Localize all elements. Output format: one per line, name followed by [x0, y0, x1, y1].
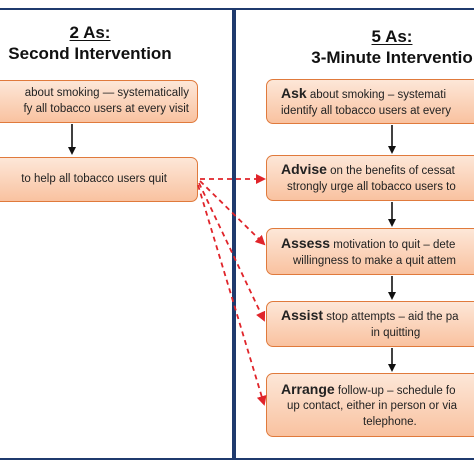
- left-panel: [0, 8, 234, 460]
- right-step-assess-line1: motivation to quit – dete: [333, 238, 456, 251]
- right-step-arrange-keyword: Arrange: [281, 380, 335, 397]
- right-step-advise-line2: strongly urge all tobacco users to: [287, 181, 456, 193]
- left-step-ask-box: about smoking — systematically fy all to…: [0, 80, 198, 123]
- right-step-assist-keyword: Assist: [281, 307, 324, 324]
- right-heading-title: 5 As:: [371, 27, 413, 46]
- right-step-assist-line1: stop attempts – aid the pa: [326, 311, 459, 324]
- left-heading-subtitle: Second Intervention: [8, 44, 172, 63]
- right-step-assess-keyword: Assess: [281, 234, 331, 251]
- right-step-arrange-line1: follow-up – schedule fo: [337, 384, 456, 397]
- right-step-ask-keyword: Ask: [281, 84, 307, 101]
- left-step-act-line1: to help all tobacco users quit: [21, 172, 167, 185]
- right-step-arrange-line3: telephone.: [363, 415, 417, 428]
- left-step-act-box: to help all tobacco users quit: [0, 157, 198, 202]
- right-heading-subtitle: 3-Minute Interventio: [311, 48, 473, 67]
- right-step-ask-box: Ask about smoking – systemati identify a…: [266, 79, 474, 124]
- left-heading-title: 2 As:: [69, 23, 111, 42]
- left-step-ask-line2: fy all tobacco users at every visit: [23, 102, 189, 115]
- right-step-assist-box: Assist stop attempts – aid the pa in qui…: [266, 301, 474, 347]
- right-step-ask-line2: identify all tobacco users at every: [281, 104, 452, 117]
- right-step-arrange-line2: up contact, either in person or via: [287, 400, 458, 413]
- right-step-assist-line2: in quitting: [371, 327, 421, 339]
- left-panel-heading: 2 As: Second Intervention: [0, 24, 200, 62]
- right-step-advise-keyword: Advise: [281, 161, 327, 178]
- right-step-advise-line1: on the benefits of cessat: [330, 165, 455, 178]
- right-panel-heading: 5 As: 3-Minute Interventio: [262, 28, 474, 66]
- left-step-ask-line1: about smoking — systematically: [24, 86, 189, 99]
- right-step-ask-line1: about smoking – systemati: [309, 88, 447, 101]
- right-step-assess-line2: willingness to make a quit attem: [293, 254, 456, 267]
- right-step-assess-box: Assess motivation to quit – dete willing…: [266, 228, 474, 275]
- right-step-advise-box: Advise on the benefits of cessat strongl…: [266, 155, 474, 201]
- right-step-arrange-box: Arrange follow-up – schedule fo up conta…: [266, 373, 474, 437]
